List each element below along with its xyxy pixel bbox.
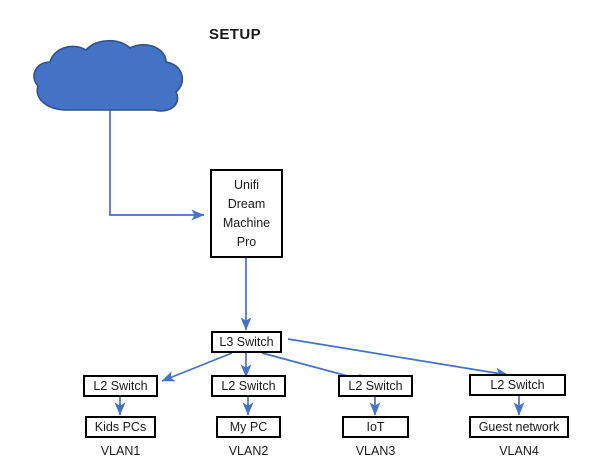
internet-cloud-icon: [33, 39, 184, 112]
node-label-line: L2 Switch: [93, 378, 148, 393]
node-label-line: L2 Switch: [221, 378, 276, 393]
node-l2-switch-2[interactable]: L2 Switch: [211, 375, 286, 397]
node-label-line: My PC: [229, 419, 268, 434]
page-title: SETUP: [208, 26, 261, 43]
node-guest-network[interactable]: Guest network: [469, 416, 569, 438]
node-label-line: Dream: [227, 196, 266, 211]
wire-cloud-to-udm: [109, 108, 205, 221]
node-my-pc[interactable]: My PC: [216, 416, 281, 438]
vlan-label-4: VLAN4: [499, 444, 539, 458]
node-label-line: IoT: [366, 419, 385, 434]
node-label-line: Unifi: [233, 177, 259, 192]
node-label-line: Guest network: [478, 419, 560, 434]
node-unifi-dream-machine-pro[interactable]: Unifi Dream Machine Pro: [210, 169, 283, 258]
node-iot[interactable]: IoT: [342, 416, 409, 438]
node-label-line: L2 Switch: [348, 378, 403, 393]
node-label-line: Pro: [236, 234, 257, 249]
node-l3-switch[interactable]: L3 Switch: [211, 331, 282, 353]
node-l2-switch-3[interactable]: L2 Switch: [338, 375, 413, 397]
node-kids-pcs[interactable]: Kids PCs: [85, 416, 156, 438]
vlan-label-2: VLAN2: [228, 444, 269, 458]
vlan-label-1: VLAN1: [100, 444, 141, 458]
node-label-line: Machine: [222, 215, 271, 230]
node-l2-switch-1[interactable]: L2 Switch: [83, 375, 158, 397]
node-l2-switch-4[interactable]: L2 Switch: [469, 374, 566, 396]
node-label-line: L3 Switch: [219, 334, 274, 349]
vlan-label-3: VLAN3: [355, 444, 396, 458]
node-label-line: Kids PCs: [94, 419, 147, 434]
node-label-line: L2 Switch: [490, 377, 545, 392]
wire-l3-to-l2d: [287, 338, 509, 379]
